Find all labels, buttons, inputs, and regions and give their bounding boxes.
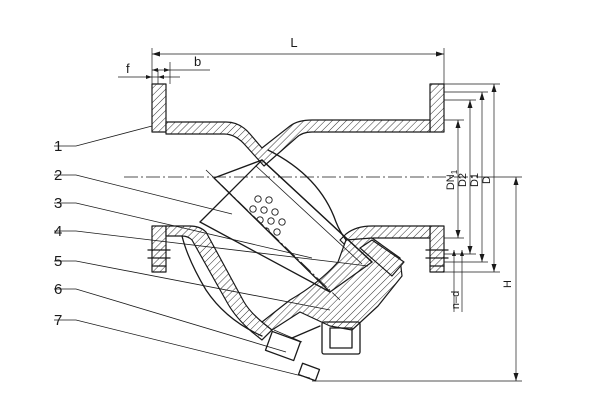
dim-label-n-d: n–d: [450, 291, 462, 309]
left-flange-lower: [151, 225, 167, 273]
dim-label-h: H: [502, 280, 514, 288]
cap-flange: [359, 239, 405, 277]
callout-1: 1: [54, 138, 62, 155]
screen-perforations: [234, 195, 286, 246]
dim-label-d1: D1: [469, 173, 481, 187]
callout-5: 5: [54, 253, 62, 270]
dim-label-d2: D2: [457, 173, 469, 187]
dn-main: DN: [445, 174, 457, 190]
lower-left-wall: [165, 225, 273, 341]
right-flange: [429, 83, 445, 133]
housing-outline: [181, 235, 263, 337]
right-flange-lower: [429, 225, 445, 273]
dim-label-f: f: [126, 61, 130, 76]
screen-centerline: [205, 169, 341, 301]
dim-label-d: D: [481, 176, 493, 184]
dim-label-dn1: DN1: [445, 169, 459, 190]
dimension-lines: [118, 48, 522, 382]
svg-text:DN1: DN1: [445, 169, 459, 190]
dim-label-b: b: [194, 54, 201, 69]
screen-edge-lower: [199, 221, 331, 293]
callout-7: 7: [54, 312, 62, 329]
dn-sub: 1: [450, 169, 459, 174]
flange-bolts: [147, 249, 449, 267]
callout-leaders: [54, 125, 369, 379]
cap-bonnet: [261, 237, 403, 331]
screen-edge: [199, 159, 263, 223]
callout-3: 3: [54, 195, 62, 212]
callout-2: 2: [54, 167, 62, 184]
callout-4: 4: [54, 223, 62, 240]
strainer-body: [147, 83, 449, 382]
upper-body-wall: [165, 119, 431, 167]
screen-guide-inner: [255, 165, 363, 265]
drain-plug-assembly: [264, 321, 361, 382]
callout-6: 6: [54, 281, 62, 298]
dim-label-l: L: [290, 35, 297, 50]
left-flange: [151, 83, 167, 133]
